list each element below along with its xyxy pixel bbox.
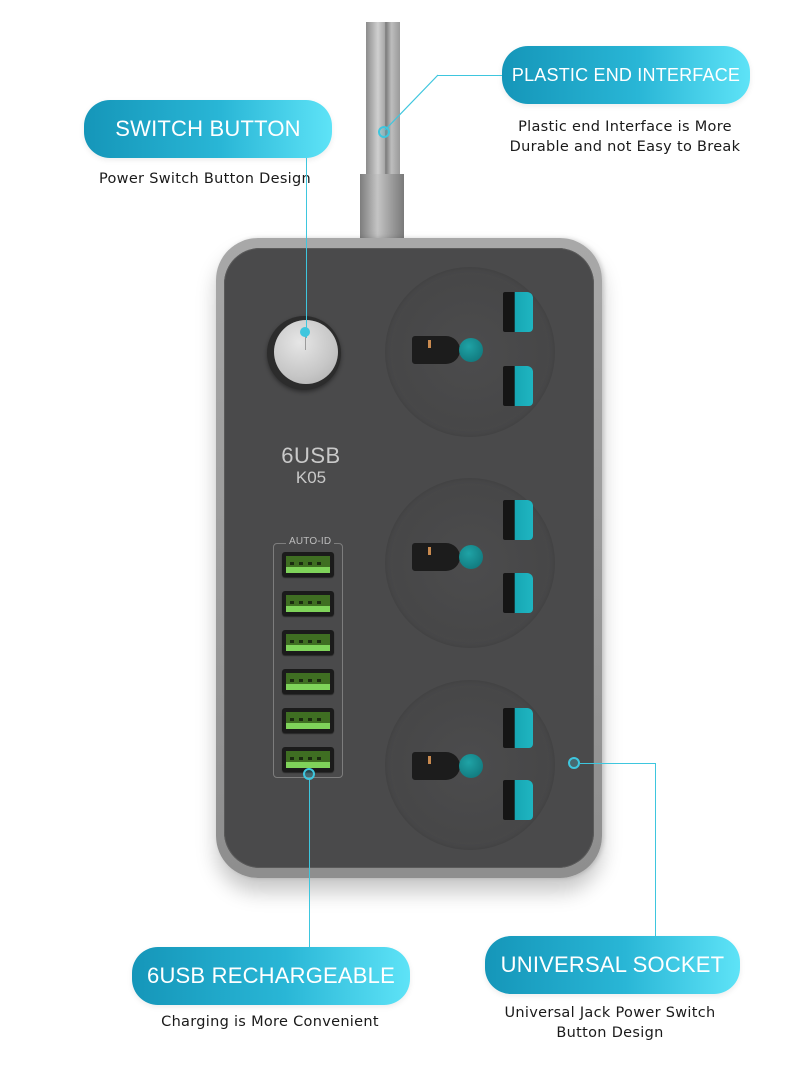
switch-leader-line: [306, 158, 307, 338]
power-symbol-icon: [305, 336, 306, 350]
usb-leader-dot-icon: [303, 768, 315, 780]
socket-description-line1: Universal Jack Power Switch: [504, 1005, 716, 1021]
switch-button-callout-title: SWITCH BUTTON: [115, 116, 301, 141]
usb-callout-description: Charging is More Convenient: [130, 1012, 410, 1032]
socket-leader-horizontal: [580, 763, 655, 764]
model-name-label: 6USB: [281, 443, 341, 468]
plastic-end-leader-diagonal: [384, 74, 439, 131]
socket-callout-description: Universal Jack Power Switch Button Desig…: [480, 1003, 740, 1043]
socket-callout-title: UNIVERSAL SOCKET: [500, 952, 725, 977]
switch-leader-dot-icon: [300, 327, 310, 337]
usb-port-5[interactable]: [282, 708, 334, 733]
socket-2-earth-slot: [412, 543, 460, 571]
usb-port-1[interactable]: [282, 552, 334, 577]
socket-leader-vertical: [655, 763, 656, 938]
socket-1-earth-shutter: [459, 338, 483, 362]
usb-callout-badge: 6USB RECHARGEABLE: [132, 947, 410, 1005]
socket-3-live-slot: [503, 708, 533, 748]
usb-description-text: Charging is More Convenient: [161, 1014, 379, 1030]
usb-callout-title: 6USB RECHARGEABLE: [147, 963, 395, 988]
plastic-end-callout-description: Plastic end Interface is More Durable an…: [490, 117, 760, 157]
socket-2-live-slot: [503, 500, 533, 540]
model-code-label: K05: [295, 468, 327, 487]
socket-description-line2: Button Design: [556, 1025, 664, 1041]
usb-port-6[interactable]: [282, 747, 334, 772]
plastic-end-leader-horizontal: [437, 75, 502, 76]
usb-panel-frame: [273, 543, 343, 778]
usb-panel-label: AUTO-ID: [286, 536, 335, 547]
socket-3-earth-shutter: [459, 754, 483, 778]
socket-2-earth-shutter: [459, 545, 483, 569]
cable-strain-relief: [360, 174, 404, 242]
plastic-end-callout-title: PLASTIC END INTERFACE: [511, 64, 741, 85]
plastic-end-leader-dot-icon: [378, 126, 390, 138]
power-cable: [366, 22, 400, 177]
socket-3-earth-slot: [412, 752, 460, 780]
plastic-end-callout-badge: PLASTIC END INTERFACE: [502, 46, 750, 104]
socket-3-neutral-slot: [503, 780, 533, 820]
usb-port-2[interactable]: [282, 591, 334, 616]
socket-3-contact: [428, 756, 431, 764]
switch-button-callout-description: Power Switch Button Design: [70, 169, 340, 189]
socket-1-live-slot: [503, 292, 533, 332]
usb-port-4[interactable]: [282, 669, 334, 694]
switch-button-description-text: Power Switch Button Design: [98, 171, 312, 187]
plastic-end-description-line1: Plastic end Interface is More: [518, 119, 732, 135]
socket-2-neutral-slot: [503, 573, 533, 613]
socket-1-neutral-slot: [503, 366, 533, 406]
socket-1-earth-slot: [412, 336, 460, 364]
switch-button-callout-badge: SWITCH BUTTON: [84, 100, 332, 158]
usb-port-3[interactable]: [282, 630, 334, 655]
socket-callout-badge: UNIVERSAL SOCKET: [485, 936, 740, 994]
usb-leader-line: [309, 778, 310, 950]
socket-leader-dot-icon: [568, 757, 580, 769]
plastic-end-description-line2: Durable and not Easy to Break: [509, 139, 741, 155]
socket-1-contact: [428, 340, 431, 348]
socket-2-contact: [428, 547, 431, 555]
